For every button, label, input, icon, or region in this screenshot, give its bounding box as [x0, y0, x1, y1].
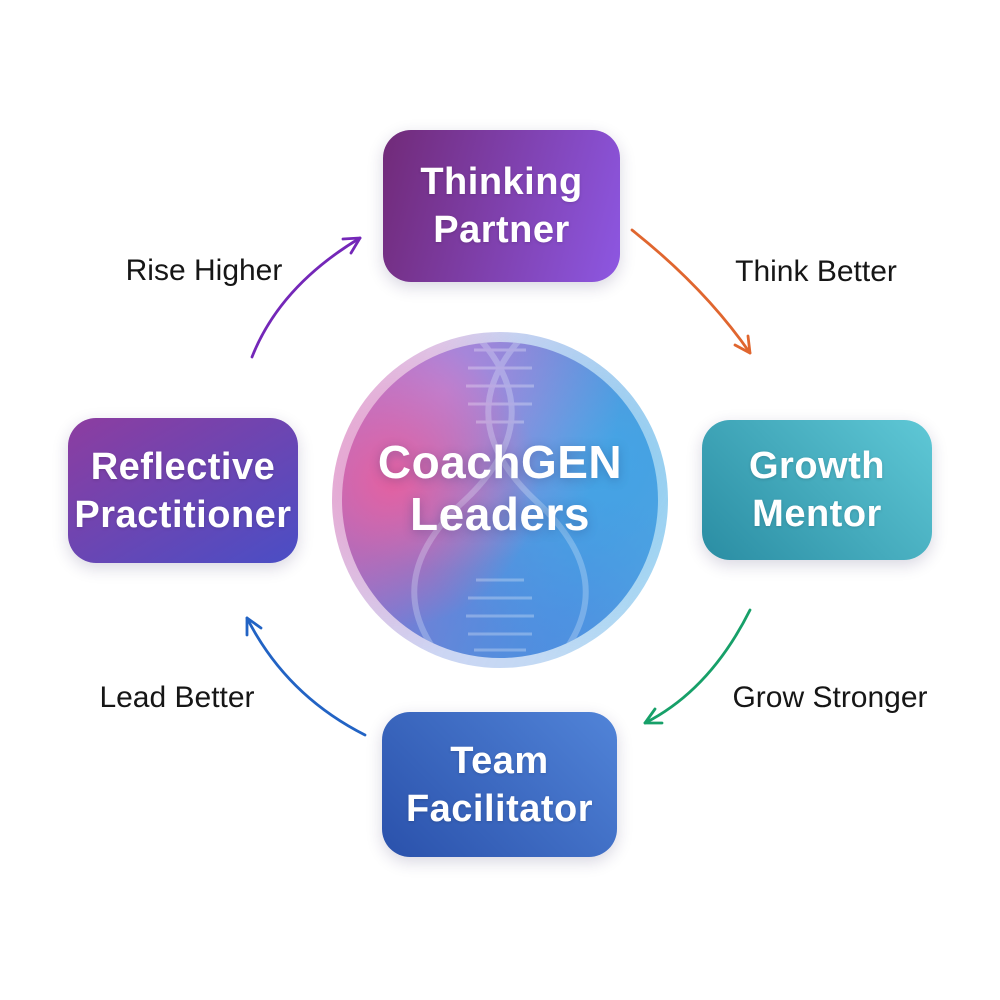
lead-better-label: Lead Better — [99, 681, 255, 714]
hub-circle: CoachGEN Leaders — [342, 342, 658, 658]
hub-title: CoachGEN Leaders — [378, 436, 622, 540]
node-team-facilitator: Team Facilitator — [382, 712, 617, 857]
node-label-line: Mentor — [752, 493, 882, 535]
hub-title-line1: CoachGEN — [377, 436, 623, 488]
hub-halo: CoachGEN Leaders — [332, 332, 668, 668]
rise-higher-label: Rise Higher — [125, 254, 283, 287]
node-label-line: Reflective — [90, 445, 276, 488]
node-growth-mentor: Growth Mentor — [702, 420, 932, 560]
think-better-arrow-curve — [630, 228, 752, 355]
node-label-line: Team — [450, 739, 549, 782]
think-better-label: Think Better — [735, 255, 897, 288]
node-reflective-practitioner: Reflective Practitioner — [68, 418, 298, 563]
hub-title-line2: Leaders — [410, 488, 590, 540]
grow-stronger-arrowhead — [643, 707, 664, 725]
node-thinking-partner: Thinking Partner — [383, 130, 620, 282]
node-label-line: Partner — [433, 209, 570, 251]
grow-stronger-label: Grow Stronger — [732, 681, 928, 714]
node-label-line: Thinking — [420, 161, 583, 203]
think-better-arrowhead — [733, 334, 752, 355]
node-label-line: Practitioner — [74, 493, 292, 536]
dna-helix-icon — [411, 342, 589, 658]
rise-higher-arrowhead — [341, 236, 362, 255]
lead-better-arrowhead — [245, 616, 263, 637]
node-label-line: Facilitator — [405, 787, 594, 830]
node-label-line: Growth — [749, 445, 885, 487]
think-better-arrow — [630, 228, 752, 355]
